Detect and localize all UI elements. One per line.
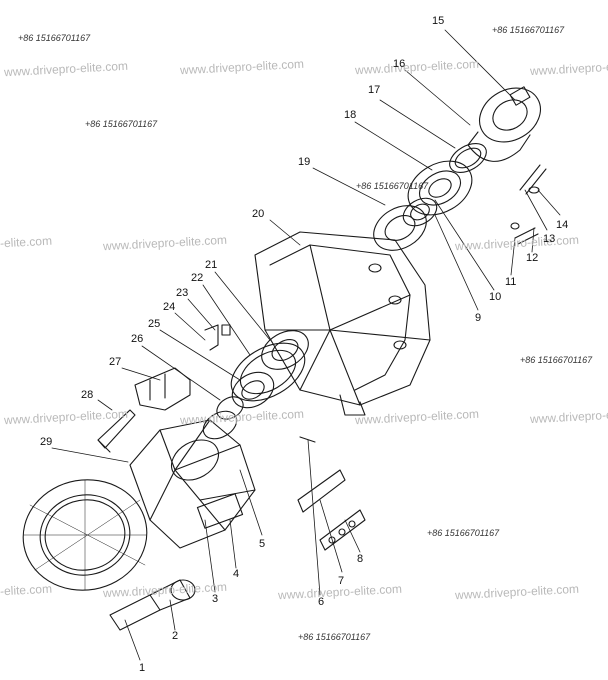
lock-plate-23-24 [204, 324, 231, 351]
part-number-8: 8 [357, 553, 364, 565]
part-number-22: 22 [191, 272, 204, 284]
watermark-phone: +86 15166701167 [298, 632, 371, 642]
part-number-28: 28 [81, 389, 94, 401]
part-number-10: 10 [489, 291, 502, 303]
part-number-19: 19 [298, 156, 311, 168]
part-number-17: 17 [368, 84, 381, 96]
bracket-28 [97, 409, 136, 453]
bolts-11-14 [510, 164, 547, 245]
watermark-url: -elite.com [0, 233, 53, 251]
carrier-housing-20 [254, 231, 431, 416]
part-number-2: 2 [172, 630, 179, 642]
bearing-21-22 [230, 330, 309, 402]
seal-ring-17 [449, 143, 487, 173]
watermark-phone: +86 15166701167 [427, 528, 500, 538]
watermark-phone: +86 15166701167 [356, 181, 429, 191]
crown-wheel [22, 479, 148, 591]
pinion-shaft [109, 579, 196, 631]
watermark-phone: +86 15166701167 [520, 355, 593, 365]
differential-case [129, 419, 256, 549]
part-number-15: 15 [432, 15, 445, 27]
part-number-29: 29 [40, 436, 53, 448]
bearing-25-26 [202, 371, 275, 440]
flange-assembly [467, 86, 541, 162]
part-number-4: 4 [233, 568, 240, 580]
part-number-25: 25 [148, 318, 161, 330]
part-number-11: 11 [505, 276, 517, 288]
part-number-7: 7 [338, 575, 345, 587]
bearing-cap-27 [134, 367, 191, 411]
part-number-23: 23 [176, 287, 189, 299]
part-number-21: 21 [205, 259, 218, 271]
leader-lines [51, 29, 561, 661]
watermark-phone: +86 15166701167 [492, 25, 565, 35]
part-number-18: 18 [344, 109, 357, 121]
watermark-url: -elite.com [0, 581, 53, 599]
part-number-3: 3 [212, 593, 219, 605]
part-number-9: 9 [475, 312, 482, 324]
part-number-20: 20 [252, 208, 265, 220]
part-number-16: 16 [393, 58, 406, 70]
part-number-26: 26 [131, 333, 144, 345]
part-number-27: 27 [109, 356, 122, 368]
part-number-1: 1 [139, 662, 146, 674]
bearing-cage-18 [407, 160, 473, 216]
bearings-9-10-19 [373, 197, 438, 251]
part-number-12: 12 [526, 252, 539, 264]
watermark-phone: +86 15166701167 [85, 119, 158, 129]
part-number-5: 5 [259, 538, 266, 550]
part-number-6: 6 [318, 596, 325, 608]
parts-6-7-8 [297, 436, 366, 551]
part-number-14: 14 [556, 219, 569, 231]
part-number-13: 13 [543, 233, 556, 245]
part-number-24: 24 [163, 301, 176, 313]
watermark-phone: +86 15166701167 [18, 33, 91, 43]
